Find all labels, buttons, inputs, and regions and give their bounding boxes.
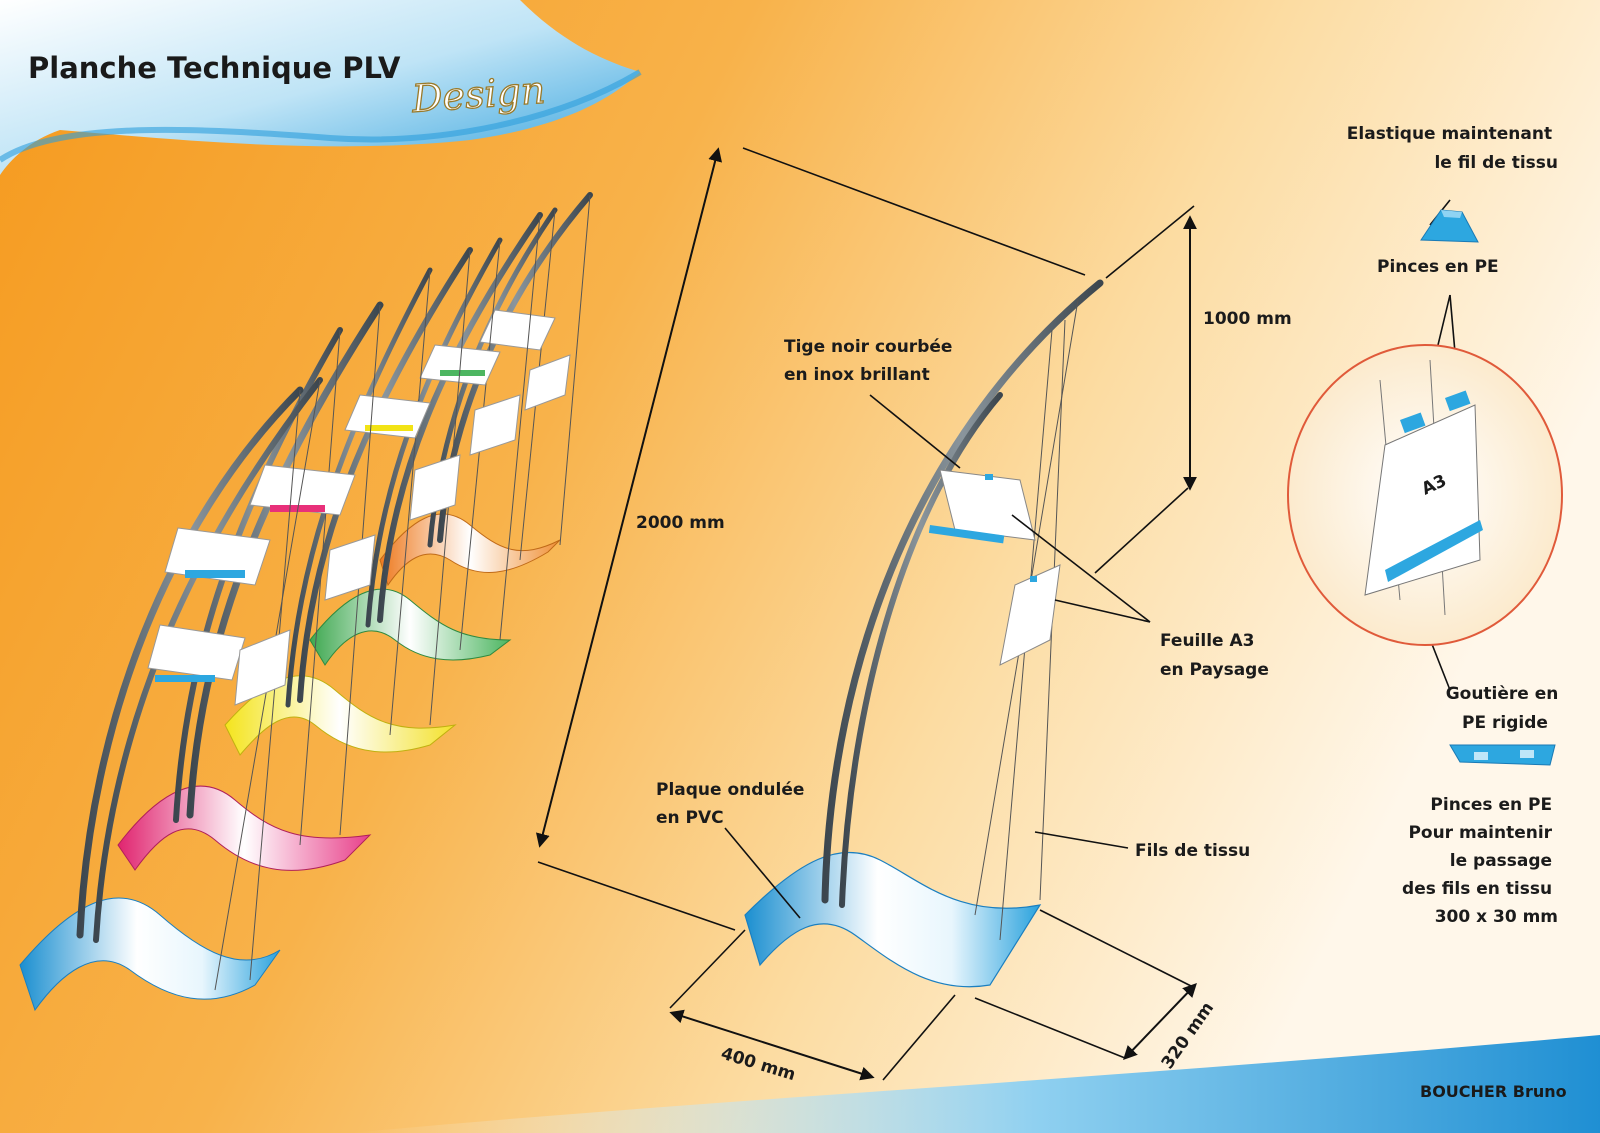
label-gouttiere-line2: PE rigide bbox=[1462, 713, 1548, 733]
label-plaque-line2: en PVC bbox=[656, 808, 724, 828]
label-feuille-line2: en Paysage bbox=[1160, 660, 1269, 680]
label-fils: Fils de tissu bbox=[1135, 841, 1250, 861]
label-pinces-bottom-line1: Pinces en PE bbox=[1430, 795, 1552, 815]
label-tige-line1: Tige noir courbée bbox=[784, 337, 952, 357]
label-feuille: Feuille A3 en Paysage bbox=[1160, 631, 1269, 680]
label-tige: Tige noir courbée en inox brillant bbox=[784, 337, 958, 385]
zoom-detail-circle: A3 bbox=[1287, 344, 1563, 646]
label-plaque-line1: Plaque ondulée bbox=[656, 780, 804, 800]
clip-detail-icon bbox=[1420, 209, 1479, 243]
label-tige-line2: en inox brillant bbox=[784, 365, 930, 385]
gutter-detail-icon bbox=[1449, 744, 1556, 766]
author-credit: BOUCHER Bruno bbox=[1420, 1082, 1567, 1101]
display-yellow bbox=[224, 247, 473, 756]
zoom-a3-sheet bbox=[1364, 404, 1481, 596]
page-title: Planche Technique PLV bbox=[28, 51, 401, 85]
main-display bbox=[744, 279, 1104, 988]
label-plaque: Plaque ondulée en PVC bbox=[656, 780, 810, 828]
bottom-band bbox=[350, 1035, 1600, 1133]
label-pinces-top: Pinces en PE bbox=[1377, 257, 1499, 277]
label-pinces-bottom-line3: le passage bbox=[1450, 851, 1552, 871]
label-pinces-bottom-line4: des fils en tissu bbox=[1402, 879, 1552, 899]
label-feuille-line1: Feuille A3 bbox=[1160, 631, 1254, 651]
dimension-lines bbox=[535, 147, 1197, 1081]
label-pinces-bottom-line5: 300 x 30 mm bbox=[1435, 907, 1558, 927]
label-gouttiere: Goutière en PE rigide bbox=[1446, 684, 1565, 733]
label-gouttiere-line1: Goutière en bbox=[1446, 684, 1559, 704]
dim-height-top: 1000 mm bbox=[1203, 309, 1292, 329]
a3-sheet-side bbox=[999, 564, 1061, 666]
dim-height-total: 2000 mm bbox=[636, 513, 725, 533]
label-elastique-line1: Elastique maintenant bbox=[1347, 124, 1552, 144]
label-elastique: Elastique maintenant le fil de tissu bbox=[1347, 124, 1558, 173]
display-blue bbox=[19, 377, 323, 1012]
label-pinces-bottom: Pinces en PE Pour maintenir le passage d… bbox=[1402, 795, 1558, 927]
header-swoosh bbox=[0, 0, 642, 175]
design-script: Design bbox=[410, 68, 547, 121]
label-pinces-bottom-line2: Pour maintenir bbox=[1408, 823, 1552, 843]
a3-sheet-main bbox=[939, 469, 1036, 541]
label-elastique-line2: le fil de tissu bbox=[1434, 153, 1558, 173]
